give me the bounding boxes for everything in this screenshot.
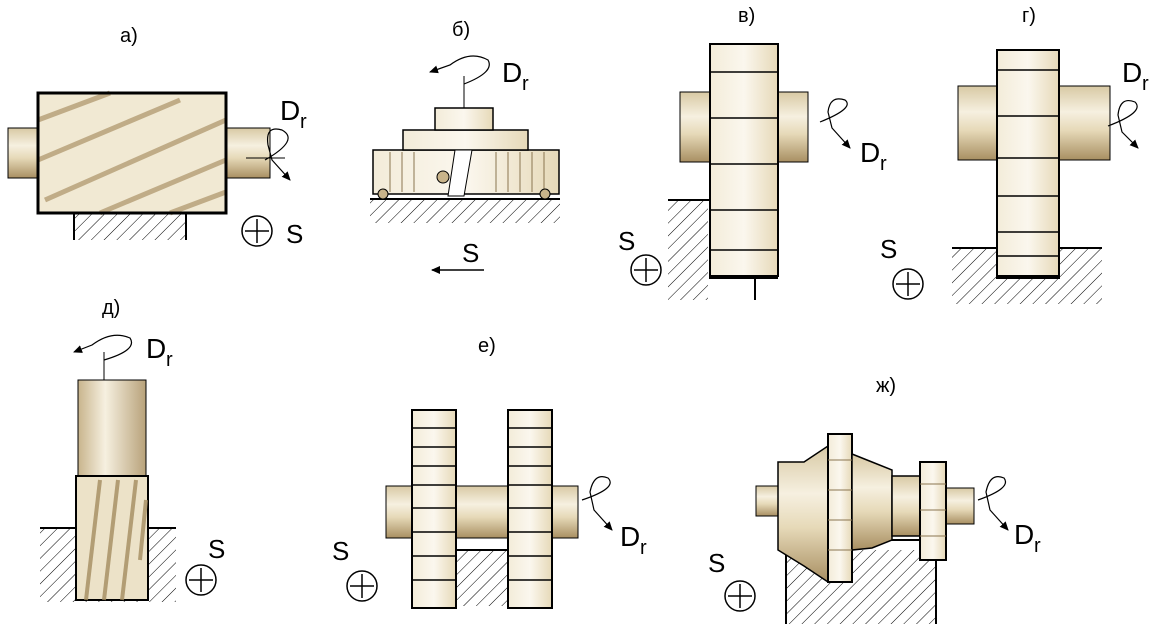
feed-label: S bbox=[286, 219, 303, 249]
rotation-label: D bbox=[502, 57, 522, 88]
feed-label: S bbox=[462, 238, 479, 268]
disc-cutter-right bbox=[507, 409, 553, 609]
rotation-subscript: r bbox=[880, 153, 887, 175]
panel-label-d: д) bbox=[102, 297, 120, 319]
panel-d: д) D r S bbox=[40, 297, 225, 602]
feed-label: S bbox=[332, 536, 349, 566]
gang-cutter-conical-right bbox=[851, 452, 893, 551]
gang-cutter-disc-right bbox=[919, 461, 947, 561]
rotation-subscript: r bbox=[300, 111, 307, 133]
panel-label-v: в) bbox=[738, 5, 755, 27]
cylindrical-cutter bbox=[38, 93, 226, 213]
panel-zh: ж) D r S bbox=[708, 375, 1041, 624]
rotation-label: D bbox=[620, 521, 640, 552]
rotation-subscript: r bbox=[640, 537, 647, 559]
feed-label: S bbox=[208, 534, 225, 564]
rotation-arrow-icon bbox=[581, 476, 613, 531]
feed-into-page-icon bbox=[346, 570, 378, 602]
panel-label-b: б) bbox=[452, 19, 470, 41]
rotation-label: D bbox=[146, 333, 166, 364]
gang-cutter-disc bbox=[827, 433, 853, 583]
rotation-arrow-icon bbox=[264, 128, 291, 181]
rotation-label: D bbox=[860, 137, 880, 168]
panel-a: а) D r S bbox=[7, 25, 307, 249]
panel-v: в) D r S bbox=[618, 5, 887, 300]
disc-cutter-left bbox=[411, 409, 457, 609]
panel-g: г) D r S bbox=[880, 5, 1149, 304]
rotation-subscript: r bbox=[1034, 535, 1041, 557]
rotation-label: D bbox=[1014, 519, 1034, 550]
workpiece bbox=[668, 200, 708, 300]
feed-into-page-icon bbox=[724, 580, 756, 612]
rotation-arrow-icon bbox=[1107, 99, 1139, 149]
panel-e: е) D r S bbox=[332, 335, 647, 609]
rotation-arrow-icon bbox=[429, 55, 490, 85]
panel-label-zh: ж) bbox=[876, 375, 896, 397]
panel-label-g: г) bbox=[1022, 5, 1036, 27]
rotation-subscript: r bbox=[522, 73, 529, 95]
panel-label-a: а) bbox=[120, 25, 138, 47]
rotation-label: D bbox=[280, 95, 300, 126]
workpiece bbox=[74, 213, 186, 240]
panel-label-e: е) bbox=[478, 335, 496, 357]
rotation-subscript: r bbox=[166, 349, 173, 371]
panel-b: б) D r S bbox=[370, 19, 560, 274]
feed-label: S bbox=[618, 226, 635, 256]
disc-cutter bbox=[996, 49, 1060, 277]
disc-cutter bbox=[709, 43, 779, 277]
feed-into-page-icon bbox=[892, 268, 924, 300]
rotation-subscript: r bbox=[1142, 73, 1149, 95]
feed-into-page-icon bbox=[241, 215, 273, 247]
workpiece bbox=[370, 199, 560, 223]
rotation-arrow-icon bbox=[819, 98, 851, 149]
rotation-label: D bbox=[1122, 57, 1142, 88]
rotation-arrow-icon bbox=[977, 476, 1009, 531]
feed-label: S bbox=[880, 234, 897, 264]
end-mill-shank bbox=[77, 379, 147, 479]
feed-into-page-icon bbox=[630, 254, 662, 286]
feed-label: S bbox=[708, 548, 725, 578]
rotation-arrow-icon bbox=[73, 334, 132, 361]
feed-into-page-icon bbox=[185, 564, 217, 596]
